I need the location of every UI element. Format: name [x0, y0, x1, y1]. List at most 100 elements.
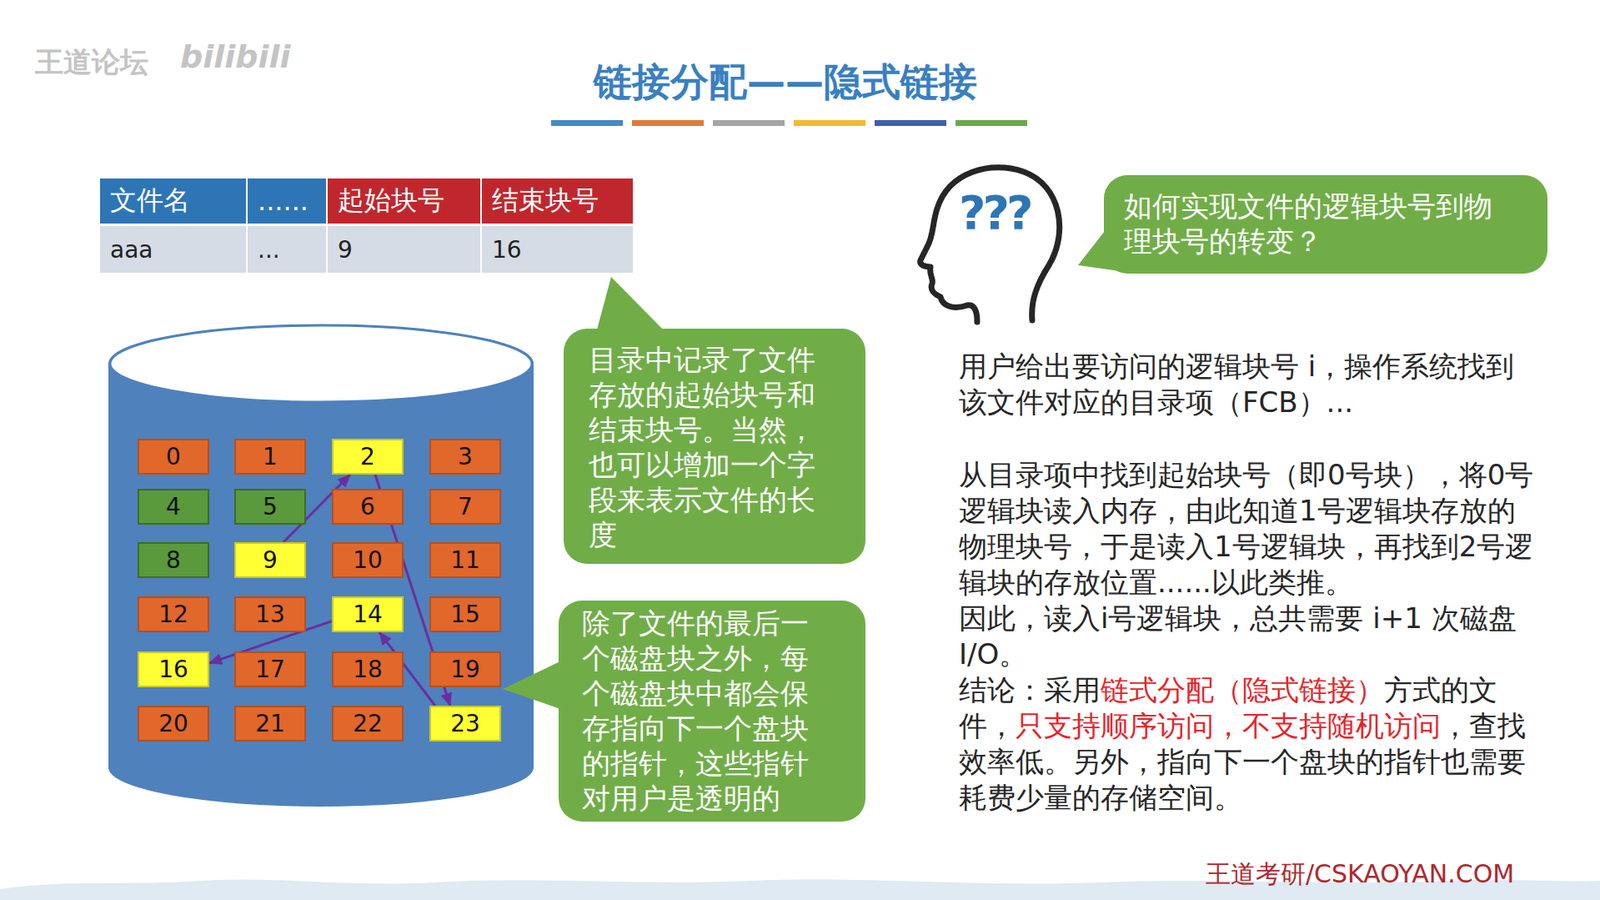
explanation-text: 用户给出要访问的逻辑块号 i，操作系统找到该文件对应的目录项（FCB）... 从目…: [958, 348, 1535, 816]
block-number: 4: [165, 492, 181, 521]
block-number: 8: [165, 546, 181, 574]
paragraph-text: 用户给出要访问的逻辑块号 i，操作系统找到该文件对应的目录项（FCB）...: [958, 349, 1515, 419]
color-bar: [712, 120, 785, 126]
paragraph: 结论：采用链式分配（隐式链接）方式的文件，只支持顺序访问，不支持随机访问，查找效…: [958, 672, 1535, 816]
disk-block: 7: [429, 488, 502, 525]
table-cell: 16: [481, 225, 633, 273]
block-number: 23: [450, 709, 481, 738]
label-text: ???: [958, 185, 1030, 240]
cell-text: 9: [337, 235, 353, 264]
block-number: 6: [360, 492, 376, 521]
head-outline: [920, 167, 1060, 322]
cylinder-body: [108, 324, 534, 807]
block-number: 18: [352, 655, 383, 683]
disk-block: 2: [331, 438, 404, 475]
disk-block: 6: [331, 488, 404, 525]
disk-block: 16: [137, 651, 210, 688]
block-number: 1: [262, 442, 278, 471]
block-number: 22: [352, 709, 383, 738]
block-number: 9: [262, 546, 278, 574]
block-number: 19: [450, 655, 481, 683]
label-text: 王道论坛: [35, 45, 149, 79]
disk-block: 15: [429, 596, 502, 632]
block-number: 7: [457, 492, 473, 521]
disk-block: 3: [429, 438, 502, 475]
table-cell: ...: [247, 225, 327, 273]
table-cell: 9: [327, 225, 481, 273]
title-text: 链接分配——隐式链接: [593, 59, 978, 105]
paragraph-text: 因此，读入i号逻辑块，总共需要 i+1 次磁盘I/O。: [958, 601, 1517, 671]
block-number: 2: [360, 442, 376, 471]
callout-bubble: 目录中记录了文件存放的起始块号和结束块号。当然，也可以增加一个字段来表示文件的长…: [563, 328, 866, 564]
cell-text: 16: [491, 235, 522, 264]
disk-block: 13: [234, 596, 306, 632]
icon-question-marks: ???: [958, 185, 1030, 240]
disk-block: 23: [429, 705, 502, 742]
block-number: 17: [255, 655, 286, 683]
label-text: 王道考研/CSKAOYAN.COM: [1205, 858, 1515, 888]
disk-block: 11: [429, 541, 502, 578]
table-header-cell: 结束块号: [481, 178, 633, 224]
disk-block: 18: [331, 651, 404, 688]
cell-text: ......: [257, 185, 309, 217]
block-number: 12: [158, 600, 189, 628]
color-bar: [874, 120, 947, 126]
callout-text: 目录中记录了文件存放的起始块号和结束块号。当然，也可以增加一个字段来表示文件的长…: [588, 341, 823, 552]
color-bar: [551, 120, 623, 126]
disk-block: 12: [137, 596, 210, 632]
title-color-bars: [551, 120, 1028, 126]
disk-block: 22: [331, 705, 404, 742]
callout-bubble: 除了文件的最后一个磁盘块之外，每个磁盘块中都会保存指向下一个盘块的指针，这些指针…: [558, 600, 866, 822]
block-number: 5: [262, 492, 278, 521]
block-number: 0: [165, 442, 181, 471]
table-header-cell: ......: [247, 178, 327, 224]
block-number: 14: [352, 600, 383, 628]
disk-block: 9: [234, 541, 306, 578]
cell-text: aaa: [110, 235, 153, 264]
cell-text: 起始块号: [337, 182, 445, 220]
disk-cylinder: [108, 324, 534, 807]
disk-block: 5: [234, 488, 306, 525]
cylinder-top: [110, 325, 532, 402]
disk-block: 20: [137, 705, 210, 742]
disk-block: 17: [234, 651, 306, 688]
color-bar: [631, 120, 704, 126]
table-header-cell: 起始块号: [327, 178, 481, 224]
callout-bubble: 如何实现文件的逻辑块号到物理块号的转变？: [1103, 175, 1548, 274]
callout-text: 如何实现文件的逻辑块号到物理块号的转变？: [1123, 188, 1500, 259]
callout-text: 除了文件的最后一个磁盘块之外，每个磁盘块中都会保存指向下一个盘块的指针，这些指针…: [581, 605, 816, 816]
color-bar: [955, 120, 1028, 126]
paragraph-text: 结论：采用: [958, 672, 1101, 707]
watermark: bilibili: [180, 38, 291, 76]
label-text: bilibili: [180, 38, 291, 76]
disk-block: 0: [137, 438, 210, 475]
block-number: 15: [450, 600, 481, 628]
paragraph-text: 从目录项中找到起始块号（即0号块），将0号逻辑块读入内存，由此知道1号逻辑块存放…: [958, 457, 1534, 599]
highlight-text: 链式分配（隐式链接）: [1100, 672, 1385, 707]
cell-text: 结束块号: [491, 182, 599, 220]
callout-tail: [502, 658, 566, 711]
disk-block: 10: [331, 541, 404, 578]
thinking-head-icon: [920, 167, 1060, 322]
paragraph: 从目录项中找到起始块号（即0号块），将0号逻辑块读入内存，由此知道1号逻辑块存放…: [958, 456, 1535, 601]
table-header-cell: 文件名: [100, 178, 246, 224]
disk-block: 1: [234, 438, 306, 475]
watermark: 王道论坛: [35, 43, 149, 82]
disk-block: 14: [331, 596, 404, 632]
disk-block: 8: [137, 541, 210, 578]
color-bar: [793, 120, 866, 126]
paragraph: 用户给出要访问的逻辑块号 i，操作系统找到该文件对应的目录项（FCB）...: [958, 348, 1535, 421]
highlight-text: 只支持顺序访问，不支持随机访问: [1015, 708, 1441, 743]
block-number: 11: [450, 546, 481, 574]
block-number: 10: [352, 546, 383, 574]
cell-text: 文件名: [110, 182, 191, 220]
block-number: 20: [158, 709, 189, 738]
block-number: 16: [158, 655, 189, 683]
block-number: 13: [255, 600, 286, 628]
block-number: 21: [255, 709, 286, 738]
disk-block: 19: [429, 651, 502, 688]
disk-block: 21: [234, 705, 306, 742]
footer-brand: 王道考研/CSKAOYAN.COM: [1205, 857, 1515, 892]
paragraph: 因此，读入i号逻辑块，总共需要 i+1 次磁盘I/O。: [958, 600, 1535, 673]
table-cell: aaa: [100, 225, 246, 273]
